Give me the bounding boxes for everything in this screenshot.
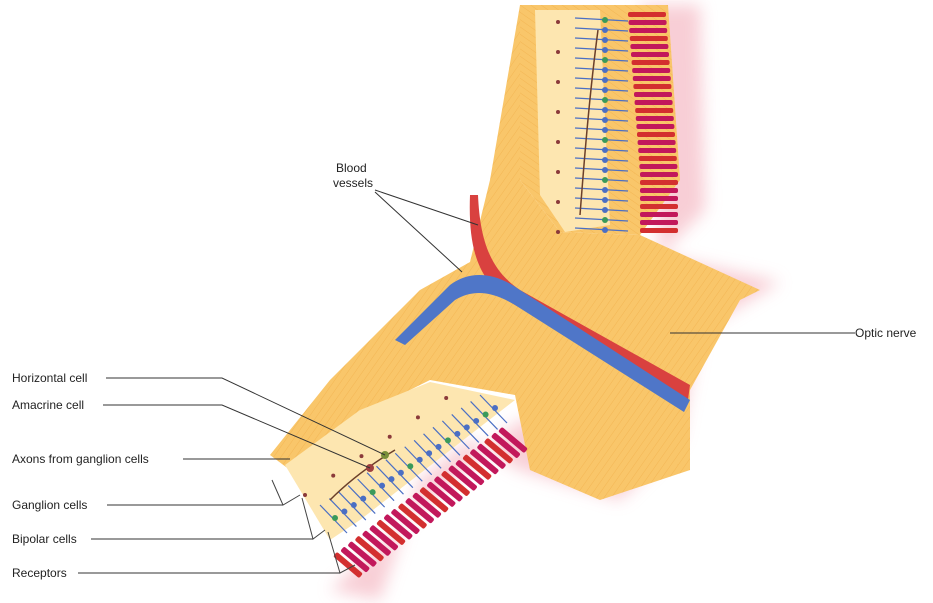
receptor-rod xyxy=(633,84,671,89)
receptor-rod xyxy=(638,140,676,145)
label-optic-nerve: Optic nerve xyxy=(855,326,917,340)
bipolar-cell xyxy=(602,47,608,53)
receptor-rod xyxy=(634,92,672,97)
bipolar-cell xyxy=(370,489,376,495)
bipolar-cell xyxy=(602,157,608,163)
bipolar-cell xyxy=(602,37,608,43)
label-axons: Axons from ganglion cells xyxy=(12,452,149,466)
bipolar-cell xyxy=(602,227,608,233)
bipolar-cell xyxy=(417,457,423,463)
bipolar-cell xyxy=(602,107,608,113)
bipolar-cell xyxy=(445,437,451,443)
bipolar-cell xyxy=(602,57,608,63)
bipolar-cell xyxy=(602,87,608,93)
ganglion-nucleus xyxy=(556,170,560,174)
label-ganglion-cells: Ganglion cells xyxy=(12,498,87,512)
bipolar-cell xyxy=(454,431,460,437)
bipolar-cell xyxy=(332,515,338,521)
bipolar-cell xyxy=(379,483,385,489)
receptor-rod xyxy=(629,20,667,25)
receptor-rod xyxy=(639,156,677,161)
receptor-rod xyxy=(638,148,676,153)
receptor-rod xyxy=(640,204,678,209)
receptor-rod xyxy=(635,100,673,105)
receptor-rod xyxy=(640,188,678,193)
ganglion-nucleus xyxy=(556,20,560,24)
bipolar-cell xyxy=(602,217,608,223)
bipolar-cell xyxy=(341,509,347,515)
label-bipolar-cells: Bipolar cells xyxy=(12,532,77,546)
bipolar-cell xyxy=(407,463,413,469)
ganglion-nucleus xyxy=(556,50,560,54)
ganglion-nucleus xyxy=(556,80,560,84)
receptor-rod xyxy=(640,220,678,225)
bipolar-cell xyxy=(602,197,608,203)
bipolar-cell xyxy=(436,444,442,450)
receptor-rod xyxy=(636,124,674,129)
bipolar-cell xyxy=(483,411,489,417)
bipolar-cell xyxy=(602,17,608,23)
bipolar-cell xyxy=(464,424,470,430)
bipolar-cell xyxy=(602,117,608,123)
ganglion-nucleus xyxy=(303,493,307,497)
receptor-rod xyxy=(640,172,678,177)
bipolar-cell xyxy=(426,450,432,456)
bipolar-cell xyxy=(602,167,608,173)
receptor-rod xyxy=(633,76,671,81)
receptor-rod xyxy=(640,180,678,185)
receptor-rod xyxy=(631,52,669,57)
bipolar-cell xyxy=(602,177,608,183)
receptor-rod xyxy=(632,68,670,73)
ganglion-nucleus xyxy=(444,396,448,400)
upper-cell-layer xyxy=(535,10,610,232)
receptor-rod xyxy=(640,228,678,233)
bipolar-cell xyxy=(602,127,608,133)
receptor-rod xyxy=(635,108,673,113)
receptor-rod xyxy=(640,212,678,217)
ganglion-nucleus xyxy=(556,110,560,114)
bipolar-cell xyxy=(602,147,608,153)
bipolar-cell xyxy=(492,405,498,411)
receptor-rod xyxy=(639,164,677,169)
ganglion-nucleus xyxy=(388,435,392,439)
ganglion-nucleus xyxy=(331,474,335,478)
ganglion-nucleus xyxy=(416,415,420,419)
label-amacrine-cell: Amacrine cell xyxy=(12,398,84,412)
bipolar-cell xyxy=(602,187,608,193)
bipolar-cell xyxy=(602,27,608,33)
receptor-rod xyxy=(632,60,670,65)
ganglion-nucleus xyxy=(556,200,560,204)
bipolar-cell xyxy=(602,67,608,73)
bipolar-cell xyxy=(602,77,608,83)
bipolar-cell xyxy=(398,470,404,476)
ganglion-nucleus xyxy=(359,454,363,458)
label-horizontal-cell: Horizontal cell xyxy=(12,371,87,385)
bipolar-cell xyxy=(388,476,394,482)
label-blood-vessels-2: vessels xyxy=(333,176,373,190)
receptor-rod xyxy=(630,36,668,41)
receptor-rod xyxy=(637,132,675,137)
bipolar-cell xyxy=(602,97,608,103)
bipolar-cell xyxy=(473,418,479,424)
label-receptors: Receptors xyxy=(12,566,67,580)
bipolar-cell xyxy=(602,207,608,213)
receptor-rod xyxy=(628,12,666,17)
receptor-rod xyxy=(630,44,668,49)
label-blood-vessels-1: Blood xyxy=(336,161,367,175)
bipolar-cell xyxy=(351,502,357,508)
receptor-rod xyxy=(629,28,667,33)
ganglion-nucleus xyxy=(556,230,560,234)
ganglion-nucleus xyxy=(556,140,560,144)
receptor-rod xyxy=(640,196,678,201)
bipolar-cell xyxy=(360,496,366,502)
receptor-rod xyxy=(636,116,674,121)
bipolar-cell xyxy=(602,137,608,143)
